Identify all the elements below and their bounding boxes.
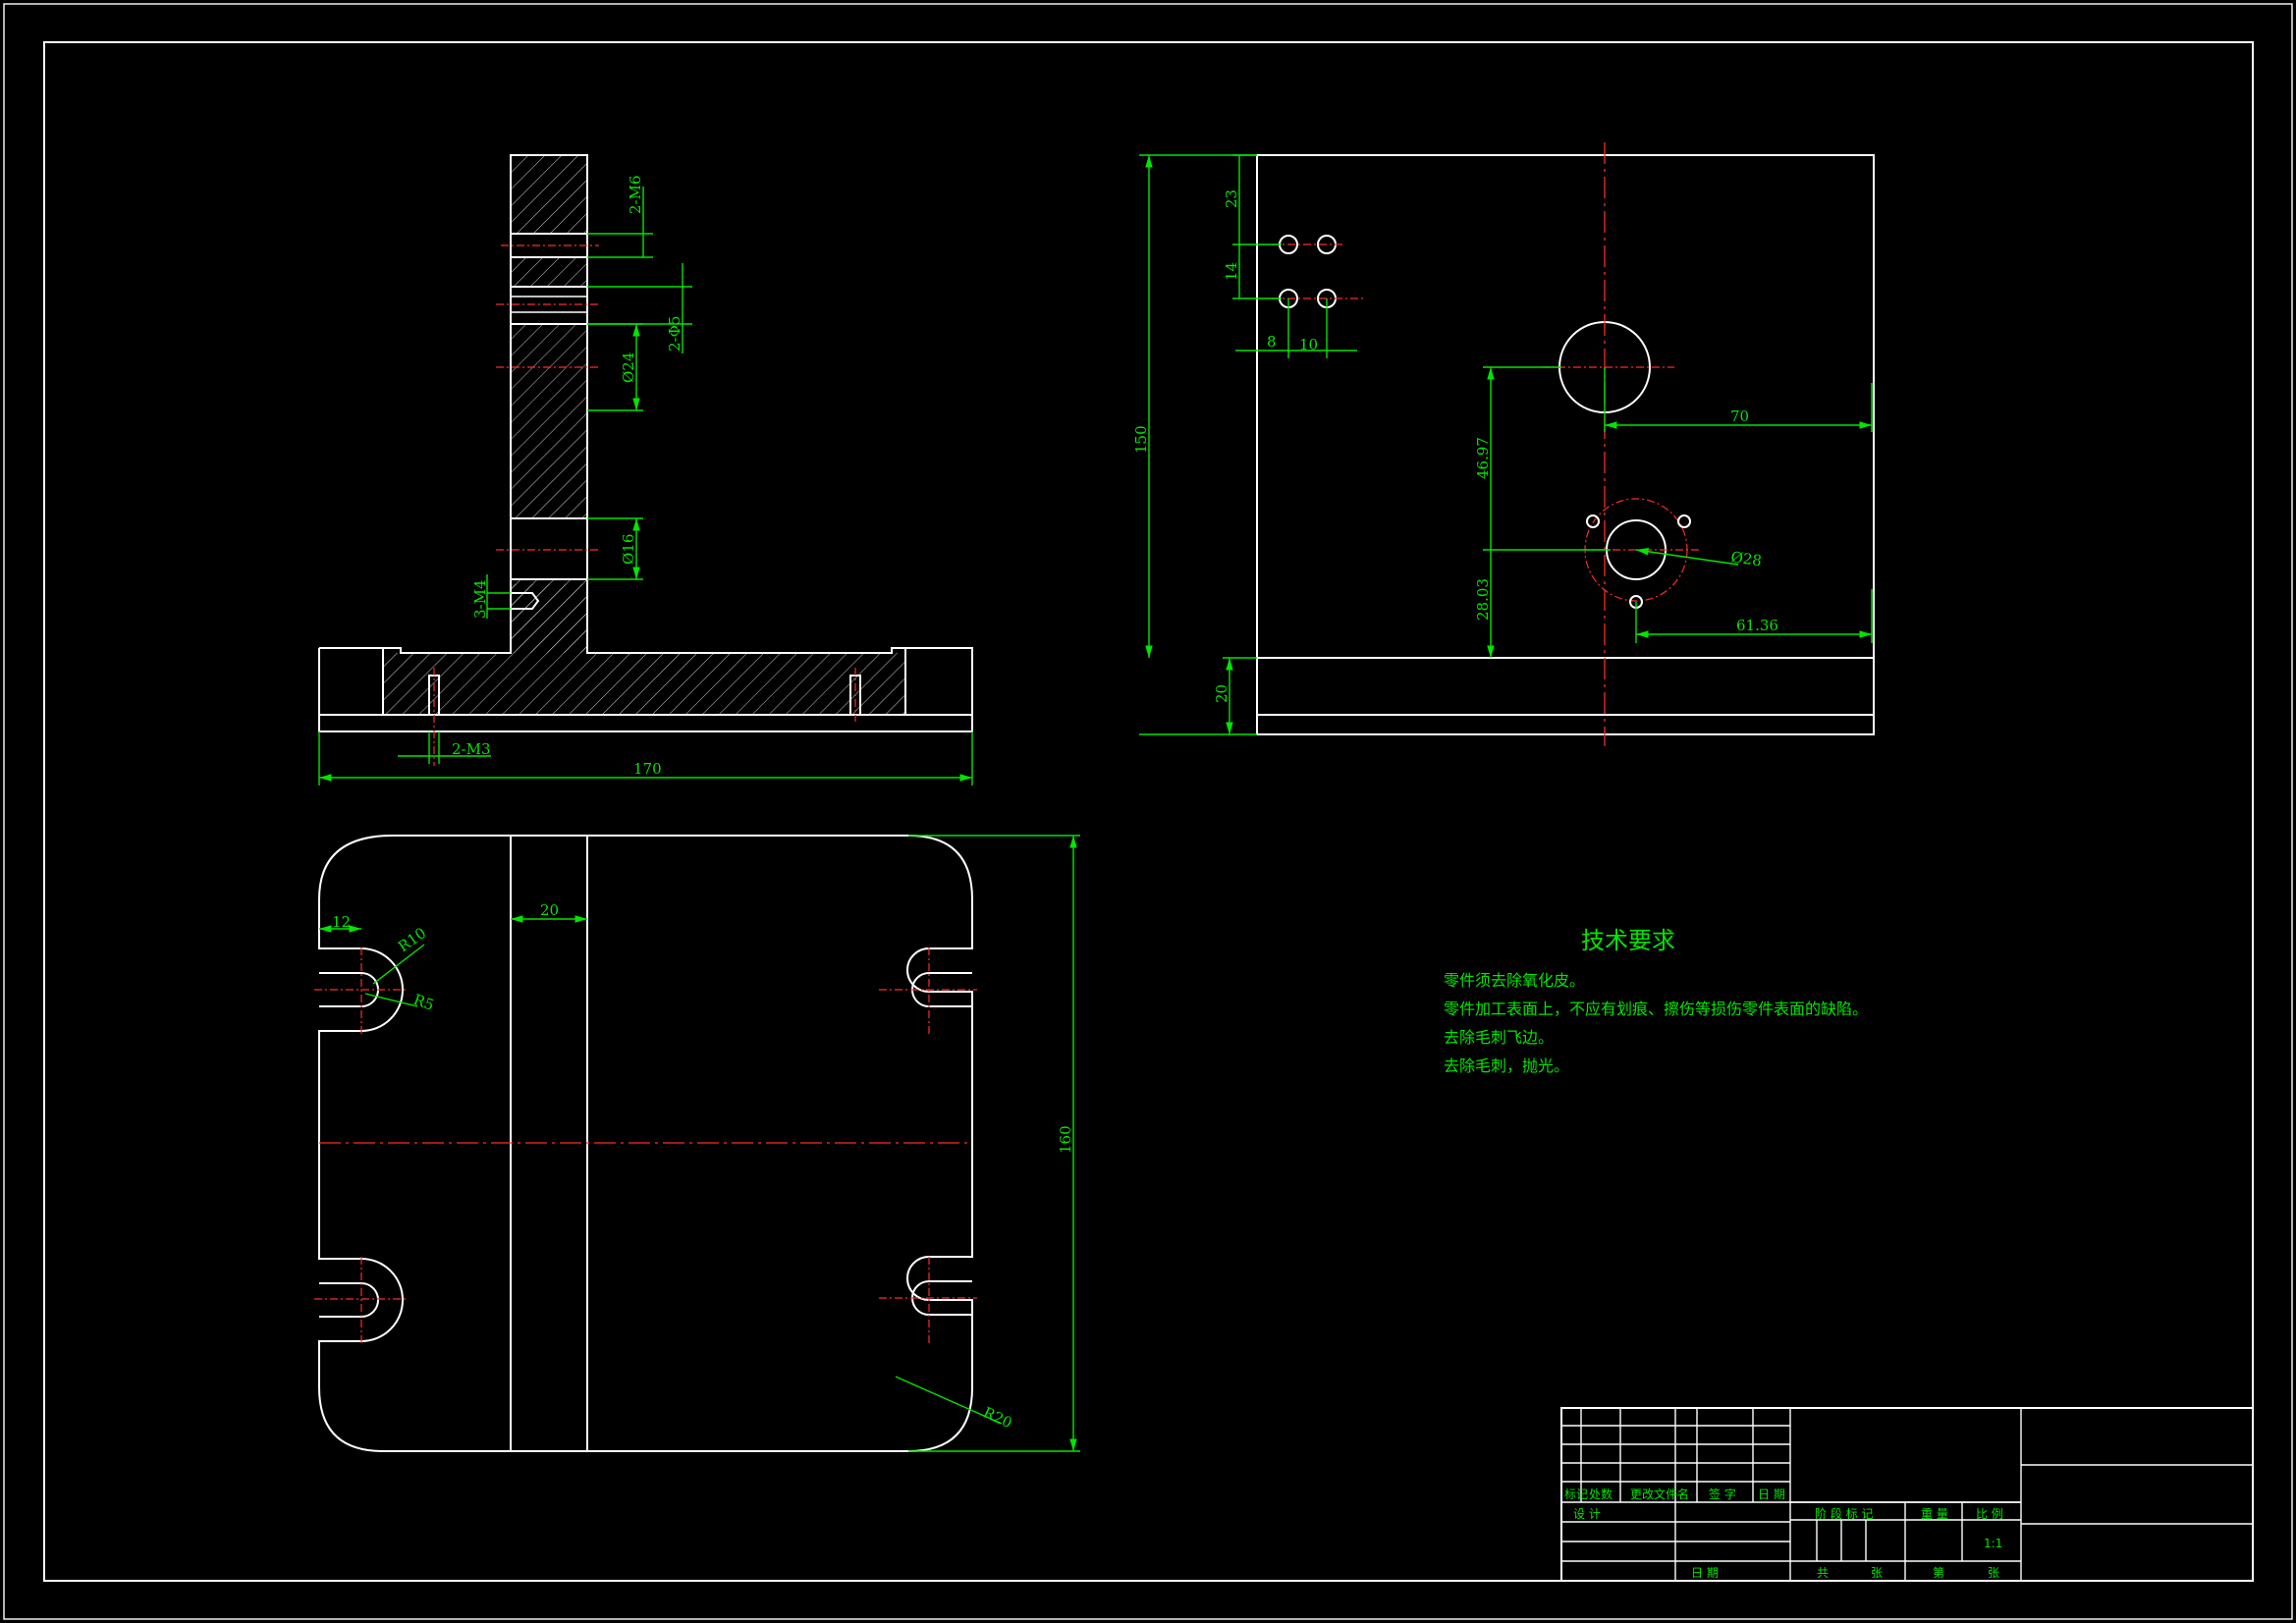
tb-weight: 重 量 [1921,1507,1948,1521]
drawing-frame [3,3,2293,1620]
tb-mark: 标记 [1564,1488,1588,1501]
front-view-dimensions: 2-M6 2-Φ5 Ø24 Ø16 3-M4 2-M3 170 [318,175,973,785]
tech-requirement-line: 去除毛刺飞边。 [1444,1028,1554,1047]
tb-count: 处数 [1589,1487,1613,1501]
dim-phi16: Ø16 [620,534,637,565]
tb-design: 设 计 [1573,1507,1601,1521]
dim-8: 8 [1267,333,1277,351]
tech-requirement-line: 零件加工表面上，不应有划痕、擦伤等损伤零件表面的缺陷。 [1444,1000,1868,1018]
dim-width-170: 170 [633,760,662,778]
dim-12: 12 [332,913,351,931]
tech-requirement-line: 去除毛刺，抛光。 [1444,1056,1569,1075]
dim-r5: R5 [411,991,437,1014]
dim-3-m4: 3-M4 [471,579,489,619]
dim-150: 150 [1132,425,1150,454]
tech-requirement-line: 零件须去除氧化皮。 [1444,971,1585,990]
dim-46-97: 46.97 [1474,437,1492,479]
tb-sheet-no: 第 [1933,1566,1944,1580]
dim-2-phi5: 2-Φ5 [666,316,683,352]
dim-160: 160 [1057,1125,1074,1154]
tb-date-header: 日 期 [1758,1488,1785,1501]
tb-date: 日 期 [1691,1566,1719,1580]
title-block: 标记 处数 更改文件名 签 字 日 期 设 计 日 期 阶 段 标 记 重 量 … [1560,1407,2254,1582]
dim-14: 14 [1223,262,1240,281]
tb-sheets: 张 [1871,1566,1883,1580]
technical-requirements: 技术要求 零件须去除氧化皮。 零件加工表面上，不应有划痕、擦伤等损伤零件表面的缺… [1444,927,1868,1075]
dim-28-03: 28.03 [1474,578,1492,621]
dim-23: 23 [1223,189,1240,208]
dim-r10: R10 [395,924,429,955]
dim-10: 10 [1299,336,1318,353]
side-view [1256,142,1875,746]
dim-r20: R20 [980,1403,1014,1432]
tb-change-doc: 更改文件名 [1630,1487,1689,1501]
tb-signature: 签 字 [1709,1487,1736,1501]
dim-20-top: 20 [540,901,559,919]
dim-phi24: Ø24 [620,352,637,383]
dim-2-m6: 2-M6 [627,175,644,214]
side-view-dimensions: 23 14 8 10 150 20 70 46.97 28.03 Ø28 [1132,154,1873,735]
tb-scale-label: 比 例 [1976,1507,2003,1521]
tech-requirements-title: 技术要求 [1581,927,1675,954]
tb-total: 共 [1817,1566,1829,1580]
top-view [314,835,977,1452]
dim-2-m3: 2-M3 [452,740,491,758]
front-section-view [318,154,973,766]
dim-20-side: 20 [1213,684,1230,703]
dim-61-36: 61.36 [1736,617,1778,634]
dim-70: 70 [1730,407,1749,425]
tb-stage-mark: 阶 段 标 记 [1815,1506,1873,1521]
dim-phi28: Ø28 [1729,548,1763,569]
tb-scale-value: 1:1 [1984,1537,2002,1550]
tb-sheet: 张 [1988,1566,1999,1580]
